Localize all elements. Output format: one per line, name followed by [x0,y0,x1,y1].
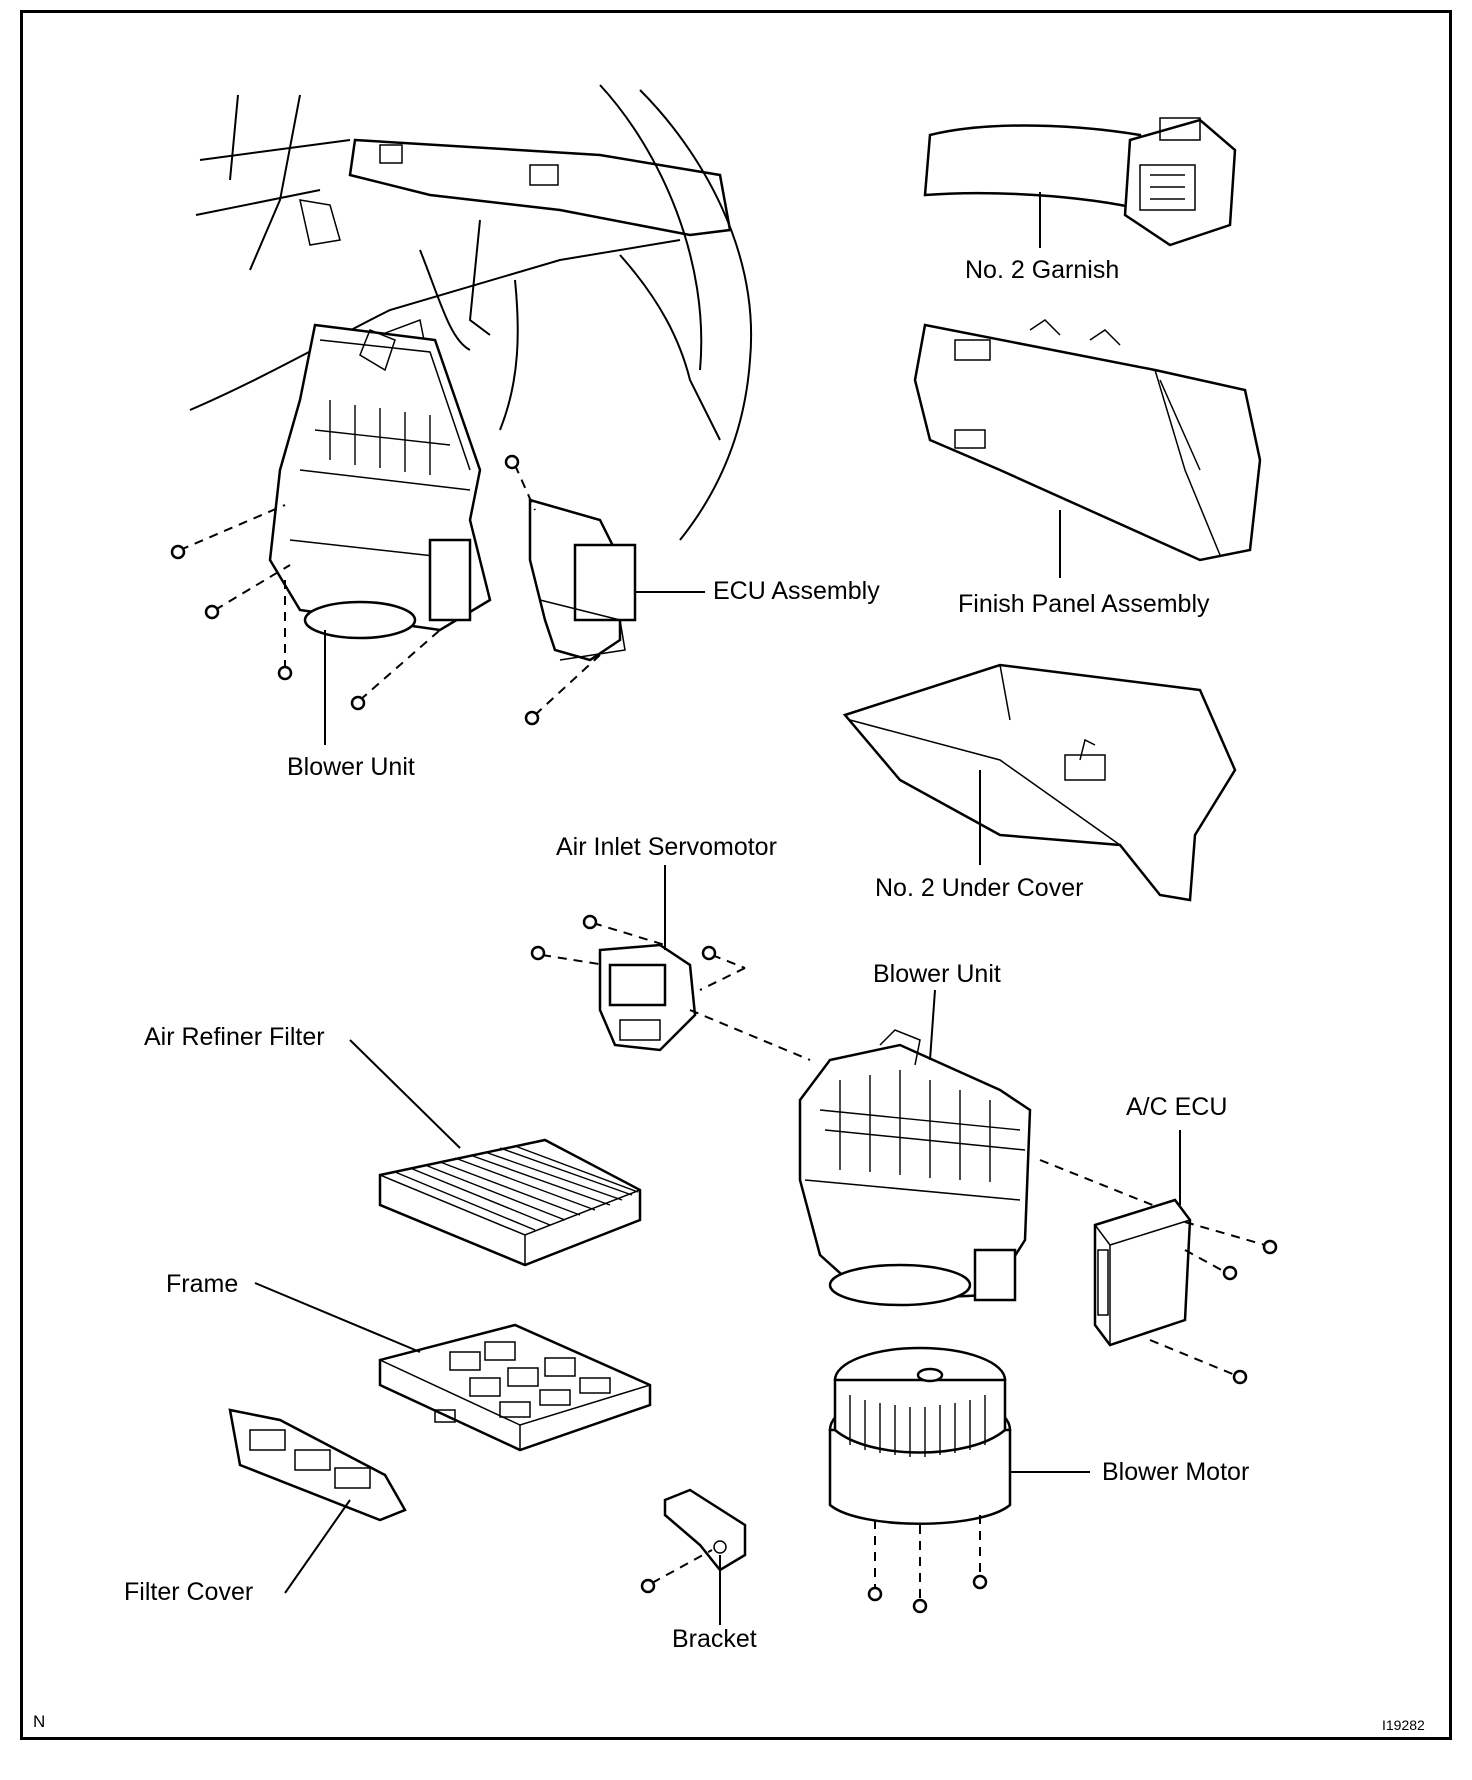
no2-under-cover-part [842,663,1237,902]
air-inlet-servomotor-part [530,914,811,1061]
figure-id: I19282 [1382,1717,1425,1733]
label-ac-ecu: A/C ECU [1126,1093,1228,1121]
diagram-border [20,10,1452,1740]
dashboard-outline [189,84,753,541]
label-blower-motor: Blower Motor [1102,1458,1250,1486]
label-air-inlet-servomotor: Air Inlet Servomotor [556,833,777,861]
label-blower-unit-top: Blower Unit [287,753,415,781]
frame-part [378,1323,652,1452]
blower-unit-top-screws [170,504,441,711]
leader-lines [254,192,1181,1625]
filter-cover-part [228,1408,407,1522]
label-ecu-assembly: ECU Assembly [713,577,880,605]
ecu-assembly-part [504,454,637,726]
air-refiner-filter-part [378,1138,642,1267]
label-filter-cover: Filter Cover [124,1578,254,1606]
corner-mark-left: N [33,1712,46,1731]
no2-garnish-part [923,117,1237,247]
finish-panel-part [913,319,1262,562]
label-no2-under-cover: No. 2 Under Cover [875,874,1084,902]
bracket-part [640,1488,747,1594]
label-frame: Frame [166,1270,239,1298]
blower-unit-top-part [268,323,492,640]
label-blower-unit: Blower Unit [873,960,1001,988]
label-no2-garnish: No. 2 Garnish [965,256,1120,284]
label-air-refiner-filter: Air Refiner Filter [144,1023,325,1051]
blower-unit-main-part [798,1029,1191,1307]
label-finish-panel-assembly: Finish Panel Assembly [958,590,1210,618]
label-bracket: Bracket [672,1625,757,1653]
blower-motor-part [828,1346,1012,1614]
ac-ecu-part [1093,1198,1278,1385]
